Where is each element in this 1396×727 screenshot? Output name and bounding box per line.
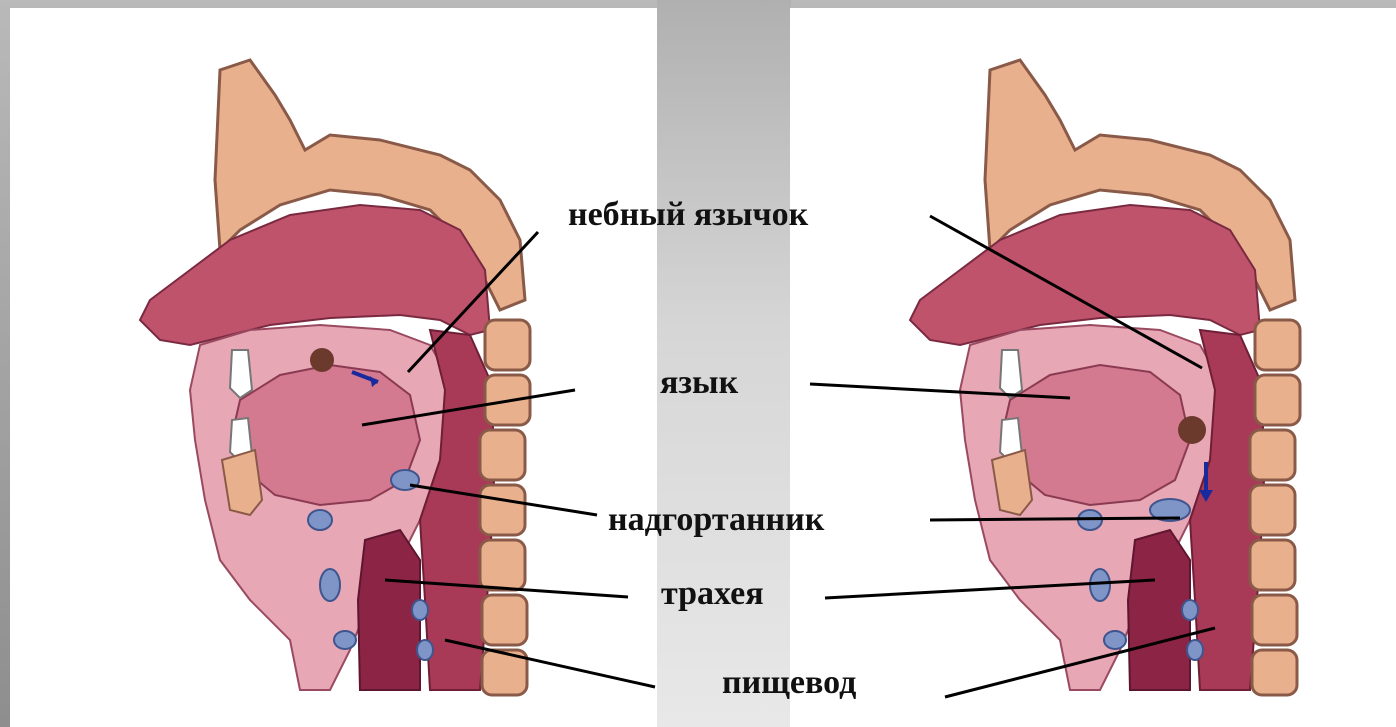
label-tongue: язык bbox=[660, 366, 738, 400]
pointer-epiglottis-right bbox=[930, 518, 1180, 520]
label-esophagus: пищевод bbox=[722, 666, 856, 700]
left-food-bolus bbox=[310, 348, 334, 372]
label-uvula: небный язычок bbox=[568, 198, 808, 232]
right-food-bolus bbox=[1178, 416, 1206, 444]
left-head-section bbox=[140, 60, 530, 695]
right-head-section bbox=[910, 60, 1300, 695]
label-epiglottis: надгортанник bbox=[608, 503, 824, 537]
label-trachea: трахея bbox=[661, 577, 764, 611]
